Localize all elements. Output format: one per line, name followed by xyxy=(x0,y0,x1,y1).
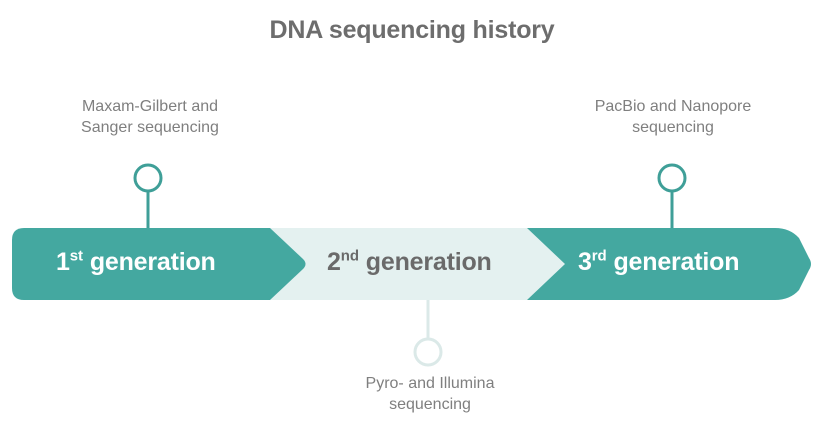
generation-word-3: generation xyxy=(613,248,740,276)
page-title: DNA sequencing history xyxy=(269,16,555,44)
chevron-label-generation-1: 1st generation xyxy=(56,247,216,276)
generation-word-1: generation xyxy=(89,248,216,276)
ordinal-number-1: 1 xyxy=(56,248,70,276)
circle-marker-generation-2[interactable] xyxy=(413,337,443,367)
chevron-generation-3[interactable] xyxy=(520,228,811,300)
annotation-text-generation-2: Pyro- and Illumina sequencing xyxy=(365,375,495,414)
circle-marker-generation-3[interactable] xyxy=(657,163,687,193)
ordinal-suffix-2: nd xyxy=(340,247,360,265)
chevron-label-generation-3: 3rd generation xyxy=(578,247,740,276)
annotation-text-generation-1: Maxam-Gilbert and Sanger sequencing xyxy=(81,98,219,137)
annotation-text-generation-3: PacBio and Nanopore sequencing xyxy=(594,98,752,137)
chevron-generation-1[interactable] xyxy=(12,228,306,300)
ordinal-suffix-1: st xyxy=(69,247,84,265)
chevron-generation-2[interactable] xyxy=(266,228,565,300)
ordinal-number-3: 3 xyxy=(578,248,592,276)
circle-marker-generation-1[interactable] xyxy=(133,163,163,193)
generation-word-2: generation xyxy=(365,248,492,276)
ordinal-suffix-3: rd xyxy=(591,247,607,265)
chevron-label-generation-2: 2nd generation xyxy=(327,247,492,276)
ordinal-number-2: 2 xyxy=(327,248,341,276)
